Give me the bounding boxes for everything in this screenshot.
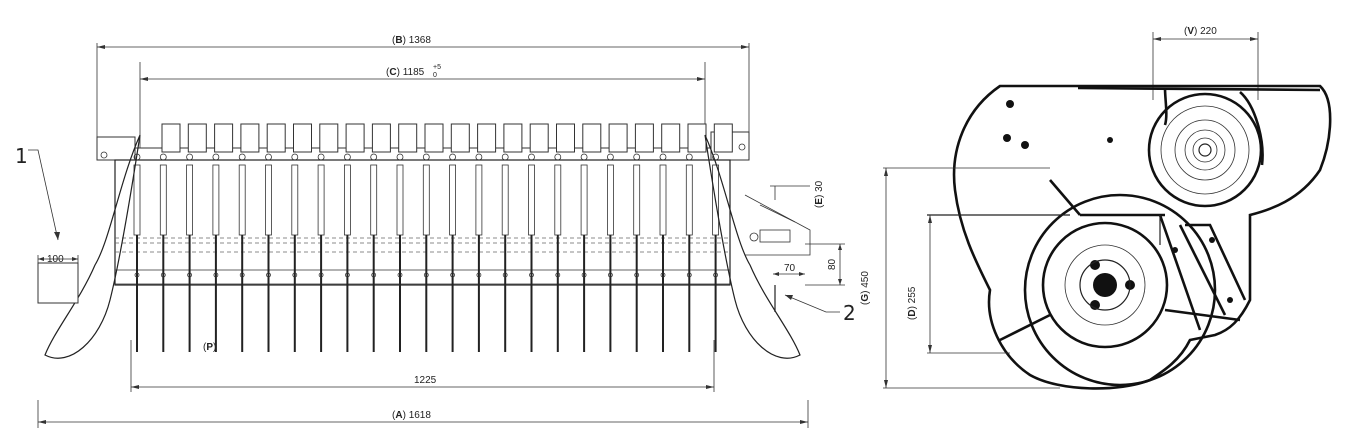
tine-tab xyxy=(608,123,628,153)
dimension-b: (B) 1368 xyxy=(96,35,750,150)
tine xyxy=(712,164,719,352)
dim-c-letter: C xyxy=(389,67,396,78)
tine-tab xyxy=(661,123,681,153)
svg-text:(D) 255: (D) 255 xyxy=(907,286,918,320)
dimension-1225: 1225 xyxy=(130,340,715,392)
dim-1225: 1225 xyxy=(414,375,437,386)
tine-tab xyxy=(582,123,602,153)
dim-b-letter: B xyxy=(395,35,402,46)
tine xyxy=(396,164,404,352)
dim-d-value: 255 xyxy=(907,286,918,303)
dim-p-letter: P xyxy=(206,342,213,353)
tine-tab xyxy=(371,123,391,153)
svg-text:(A) 1618: (A) 1618 xyxy=(392,410,431,421)
tine xyxy=(449,164,457,352)
callout-2: 2 xyxy=(843,301,856,325)
tine xyxy=(291,164,299,352)
tine-tab xyxy=(214,123,234,153)
tine xyxy=(370,164,378,352)
tine-tab xyxy=(713,123,733,153)
tine xyxy=(186,164,194,352)
dimension-a: (A) 1618 xyxy=(37,400,809,428)
dim-g-letter: G xyxy=(860,294,871,302)
dim-100: 100 xyxy=(47,254,64,265)
frame-body xyxy=(114,159,731,286)
tine xyxy=(317,164,325,352)
tine xyxy=(343,164,351,352)
tine-tab xyxy=(687,123,707,153)
dim-a-value: 1618 xyxy=(409,410,432,421)
dim-b-value: 1368 xyxy=(409,35,432,46)
tine xyxy=(685,164,693,352)
tine-tab xyxy=(450,123,470,153)
tine-tab xyxy=(161,123,181,153)
left-side-guard xyxy=(44,134,141,359)
tine-tab xyxy=(424,123,444,153)
tine xyxy=(265,164,272,352)
svg-text:(C) 1185: (C) 1185 xyxy=(386,67,425,78)
upper-drum xyxy=(1147,92,1263,208)
svg-text:(G) 450: (G) 450 xyxy=(860,271,871,305)
tine-tab xyxy=(240,123,260,153)
tine-tab xyxy=(319,123,339,153)
tine xyxy=(238,164,246,352)
tine xyxy=(554,164,562,352)
tine-tab xyxy=(345,123,365,153)
tine-tab xyxy=(556,123,575,153)
tine-tab xyxy=(266,123,286,153)
tine xyxy=(633,164,641,352)
left-fitting: 100 xyxy=(37,254,79,304)
dimension-g: (G) 450 xyxy=(860,167,1060,389)
dim-c-tol-lower: 0 xyxy=(433,72,437,79)
tine xyxy=(159,164,167,352)
tine xyxy=(422,164,430,352)
tine xyxy=(528,164,535,352)
callout-1: 1 xyxy=(15,144,28,168)
tine-tab xyxy=(477,123,497,153)
dimension-d: (D) 255 xyxy=(907,214,1070,354)
front-view: (B) 1368 (C) 1185 +5 0 xyxy=(15,35,856,428)
dim-v-letter: V xyxy=(1187,26,1194,37)
right-side-guard xyxy=(704,134,801,359)
dim-80: 80 xyxy=(827,258,838,270)
svg-text:(B) 1368: (B) 1368 xyxy=(392,35,431,46)
tines xyxy=(133,164,719,352)
tine xyxy=(580,164,588,352)
callout-1-leader xyxy=(28,149,59,241)
tine-tab xyxy=(529,123,549,153)
tine-tab xyxy=(293,123,312,153)
svg-text:(E) 30: (E) 30 xyxy=(814,180,825,208)
right-mount: (E) 30 80 70 xyxy=(744,180,845,312)
lower-drum xyxy=(1023,193,1217,387)
tine xyxy=(212,164,220,352)
dim-c-value: 1185 xyxy=(403,67,425,78)
svg-text:(P): (P) xyxy=(203,342,216,353)
tine-tab xyxy=(187,123,207,153)
callout-2-leader xyxy=(784,294,840,313)
tine-tabs xyxy=(133,123,733,161)
dim-d-letter: D xyxy=(907,309,918,316)
tine-tab xyxy=(634,123,654,153)
tine xyxy=(607,164,614,352)
dim-v-value: 220 xyxy=(1200,26,1217,37)
dim-e-letter: E xyxy=(814,198,825,205)
dim-70: 70 xyxy=(784,263,796,274)
dim-a-letter: A xyxy=(395,410,402,421)
svg-text:(V) 220: (V) 220 xyxy=(1184,26,1217,37)
tine-tab xyxy=(503,123,523,153)
dim-e-value: 30 xyxy=(814,180,825,192)
tine-tab xyxy=(398,123,418,153)
dim-g-value: 450 xyxy=(860,271,871,288)
left-bracket xyxy=(96,136,136,161)
housing-outline xyxy=(952,84,1332,390)
tine xyxy=(501,164,509,352)
tine xyxy=(133,164,141,352)
dim-c-tol-upper: +5 xyxy=(433,64,441,71)
tine xyxy=(659,164,667,352)
tine xyxy=(475,164,483,352)
side-view: (V) 220 xyxy=(860,26,1332,390)
internal-struts xyxy=(999,179,1247,342)
